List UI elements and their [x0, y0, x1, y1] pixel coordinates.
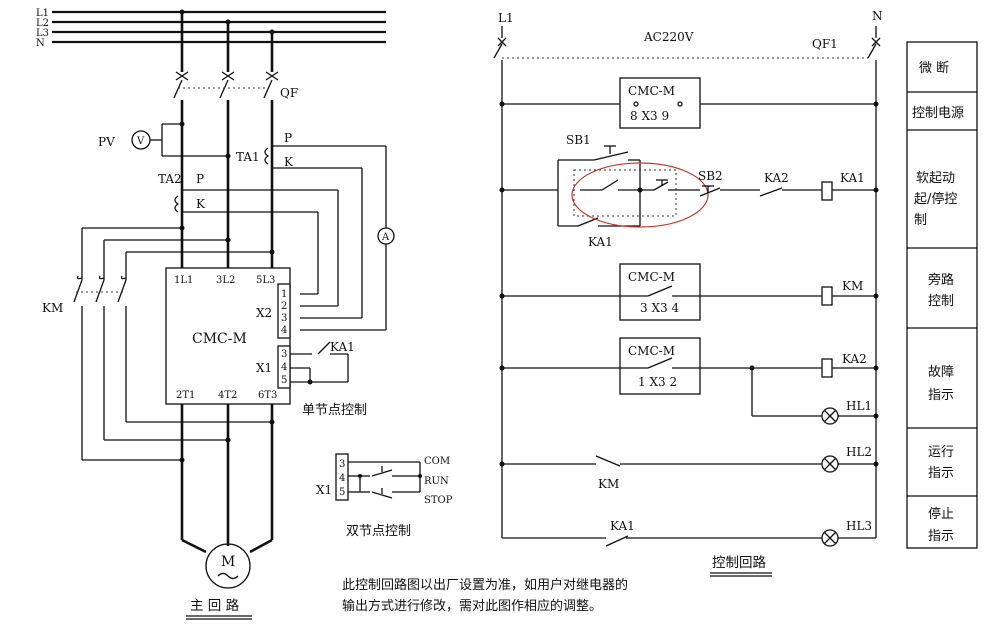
x2-label: X2 [256, 306, 272, 320]
bus-label-l1: L1 [36, 8, 49, 19]
current-transformer-ta2: TA2 P K [158, 172, 338, 213]
hl2-label: HL2 [846, 445, 872, 459]
km-label: KM [42, 301, 63, 315]
hl3-label: HL3 [846, 519, 872, 533]
cmc2-title: CMC-M [628, 270, 675, 284]
note: 此控制回路图以出厂设置为准，如用户对继电器的 输出方式进行修改，需对此图作相应的… [342, 577, 628, 614]
double-pin-5: 5 [339, 487, 345, 498]
ka1-coil-label: KA1 [840, 171, 865, 185]
motor: M [205, 543, 251, 589]
ammeter: A [300, 146, 395, 331]
main-circuit: L1 L2 L3 N QF PV V [36, 8, 395, 620]
table-cell-softstart-1: 软起动 [916, 171, 955, 186]
stop-label: STOP [424, 495, 453, 506]
cmc1-pins: 8 X3 9 [630, 109, 669, 123]
table-cell-softstart-2: 起/停控 [914, 191, 957, 207]
table-cell-softstart-3: 制 [914, 213, 927, 228]
x2-pin-2: 2 [281, 301, 287, 312]
voltmeter-symbol: V [136, 136, 145, 147]
table-cell-breaker: 微 断 [919, 61, 949, 76]
double-contact-control: X1 3 4 5 COM RUN STOP 双节点控制 [316, 453, 453, 539]
x2-pin-1: 1 [281, 289, 287, 300]
ta1-label: TA1 [236, 150, 260, 164]
ta2-k-label: K [196, 197, 206, 211]
table-cell-stop-2: 指示 [928, 529, 954, 544]
double-x1-label: X1 [316, 483, 332, 497]
table-cell-stop-1: 停止 [928, 506, 954, 522]
terminal-2t1: 2T1 [176, 390, 195, 401]
highlight-ellipse [571, 162, 709, 228]
cmc2-pins: 3 X3 4 [640, 301, 679, 315]
control-l1-label: L1 [498, 11, 514, 25]
ka1-selfhold-label: KA1 [588, 235, 613, 249]
qf-label: QF [280, 86, 298, 100]
ta1-p-label: P [284, 131, 292, 145]
sb2-label: SB2 [698, 169, 723, 183]
ta2-p-label: P [196, 172, 204, 186]
control-circuit: L1 N AC220V QF1 CMC-M 8 X3 9 SB1 [493, 9, 883, 577]
qf1-label: QF1 [812, 37, 838, 51]
cmc-title: CMC-M [192, 331, 247, 347]
current-transformer-ta1: TA1 P K [236, 131, 386, 169]
single-contact-caption: 单节点控制 [302, 403, 367, 418]
terminal-4t2: 4T2 [218, 390, 237, 401]
pv-label: PV [98, 135, 115, 149]
note-line-2: 输出方式进行修改，需对此图作相应的调整。 [342, 598, 602, 614]
double-pin-3: 3 [339, 459, 345, 470]
bus-label-l3: L3 [36, 28, 49, 39]
ka1-bottom-label: KA1 [610, 519, 635, 533]
bus-label-n: N [36, 38, 45, 49]
double-contact-caption: 双节点控制 [346, 524, 411, 539]
motor-symbol: M [221, 554, 235, 570]
table-cell-bypass-1: 旁路 [928, 272, 954, 288]
double-pin-4: 4 [339, 473, 345, 484]
terminal-3l2: 3L2 [216, 275, 235, 286]
table-cell-fault-1: 故障 [928, 365, 954, 380]
ka2-coil-label: KA2 [842, 352, 867, 366]
ka1-contact-label: KA1 [330, 340, 355, 354]
x2-pin-4: 4 [281, 325, 287, 336]
ac220v-label: AC220V [643, 30, 694, 44]
run-label: RUN [424, 476, 449, 487]
cmc-m-soft-starter: CMC-M 1L1 3L2 5L3 2T1 4T2 6T3 X2 1 2 3 4… [165, 267, 291, 405]
sb1-label: SB1 [566, 133, 591, 147]
terminal-1l1: 1L1 [174, 275, 193, 286]
table-cell-run-1: 运行 [928, 445, 954, 460]
single-contact-control: KA1 单节点控制 [290, 340, 367, 418]
cmc3-pins: 1 X3 2 [638, 375, 677, 389]
note-line-1: 此控制回路图以出厂设置为准，如用户对继电器的 [342, 577, 628, 593]
main-circuit-caption: 主 回 路 [190, 598, 240, 614]
control-circuit-caption: 控制回路 [712, 555, 766, 571]
terminal-5l3: 5L3 [256, 275, 275, 286]
table-cell-run-2: 指示 [928, 466, 954, 481]
ta2-label: TA2 [158, 172, 182, 186]
ka2-contact-label: KA2 [764, 171, 789, 185]
km-contact-label: KM [598, 477, 619, 491]
x1-pin-3: 3 [281, 349, 287, 360]
table-cell-fault-2: 指示 [928, 388, 954, 403]
x1-pin-4: 4 [281, 362, 287, 373]
x2-pin-3: 3 [281, 313, 287, 324]
ta1-k-label: K [284, 155, 294, 169]
function-table: 微 断 控制电源 软起动 起/停控 制 旁路 控制 故障 指示 运行 指示 停止… [906, 41, 978, 549]
cmc1-title: CMC-M [628, 84, 675, 98]
cmc3-title: CMC-M [628, 344, 675, 358]
km-contactor: KM [42, 275, 127, 315]
com-label: COM [424, 456, 450, 467]
table-cell-control-power: 控制电源 [912, 106, 964, 121]
ammeter-symbol: A [381, 232, 390, 243]
qf-breaker: QF [173, 71, 298, 100]
terminal-6t3: 6T3 [258, 390, 277, 401]
x1-label: X1 [256, 361, 272, 375]
bus-label-l2: L2 [36, 18, 49, 29]
table-cell-bypass-2: 控制 [928, 294, 954, 309]
voltmeter-pv: PV V [98, 121, 231, 159]
control-n-label: N [872, 9, 883, 23]
km-coil-label: KM [842, 279, 863, 293]
x1-pin-5: 5 [281, 375, 287, 386]
hl1-label: HL1 [846, 399, 872, 413]
